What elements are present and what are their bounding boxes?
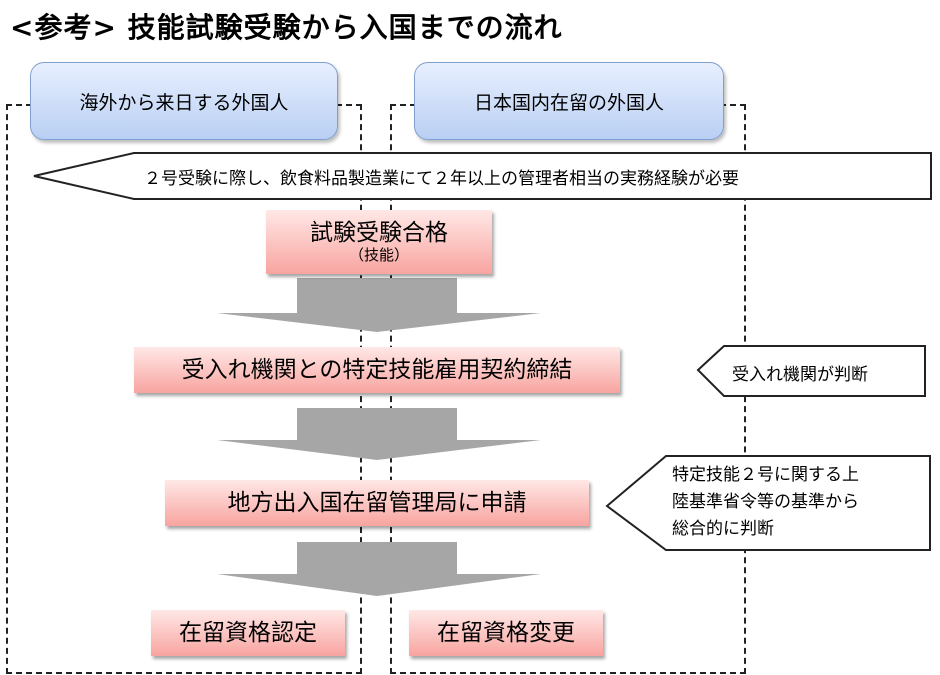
certification-label: 在留資格認定 — [179, 619, 317, 646]
exam-pass-step: 試験受験合格 （技能） — [266, 210, 492, 274]
contract-label: 受入れ機関との特定技能雇用契約締結 — [181, 356, 573, 383]
comprehensive-callout-text: 特定技能２号に関する上 陸基準省令等の基準から 総合的に判断 — [672, 462, 859, 543]
apply-label: 地方出入国在留管理局に申請 — [227, 489, 527, 516]
apply-step: 地方出入国在留管理局に申請 — [165, 480, 589, 526]
down-arrow-3 — [217, 542, 541, 596]
exam-pass-label: 試験受験合格 — [310, 219, 448, 246]
requirement-callout-text: ２号受験に際し、飲食料品製造業にて２年以上の管理者相当の実務経験が必要 — [144, 169, 739, 189]
judgment-callout-text: 受入れ機関が判断 — [732, 365, 868, 385]
overseas-foreigner-text: 海外から来日する外国人 — [79, 91, 289, 114]
domestic-foreigner-text: 日本国内在留の外国人 — [473, 91, 664, 114]
comprehensive-line-2: 陸基準省令等の基準から — [672, 492, 859, 512]
domestic-foreigner-label: 日本国内在留の外国人 — [414, 62, 724, 140]
status-change-label: 在留資格変更 — [437, 619, 575, 646]
overseas-foreigner-label: 海外から来日する外国人 — [30, 62, 338, 140]
status-change-step: 在留資格変更 — [409, 610, 603, 656]
comprehensive-line-1: 特定技能２号に関する上 — [672, 465, 859, 485]
contract-step: 受入れ機関との特定技能雇用契約締結 — [134, 347, 620, 393]
certification-step: 在留資格認定 — [151, 610, 345, 656]
exam-pass-sublabel: （技能） — [348, 246, 409, 265]
down-arrow-1 — [217, 278, 541, 332]
down-arrow-2 — [217, 408, 541, 460]
requirement-callout-shape — [33, 152, 932, 200]
comprehensive-callout-shape — [605, 455, 931, 551]
judgment-callout-shape — [696, 345, 926, 397]
page-title: <参考> 技能試験受験から入国までの流れ — [10, 11, 563, 44]
comprehensive-line-3: 総合的に判断 — [672, 519, 774, 539]
